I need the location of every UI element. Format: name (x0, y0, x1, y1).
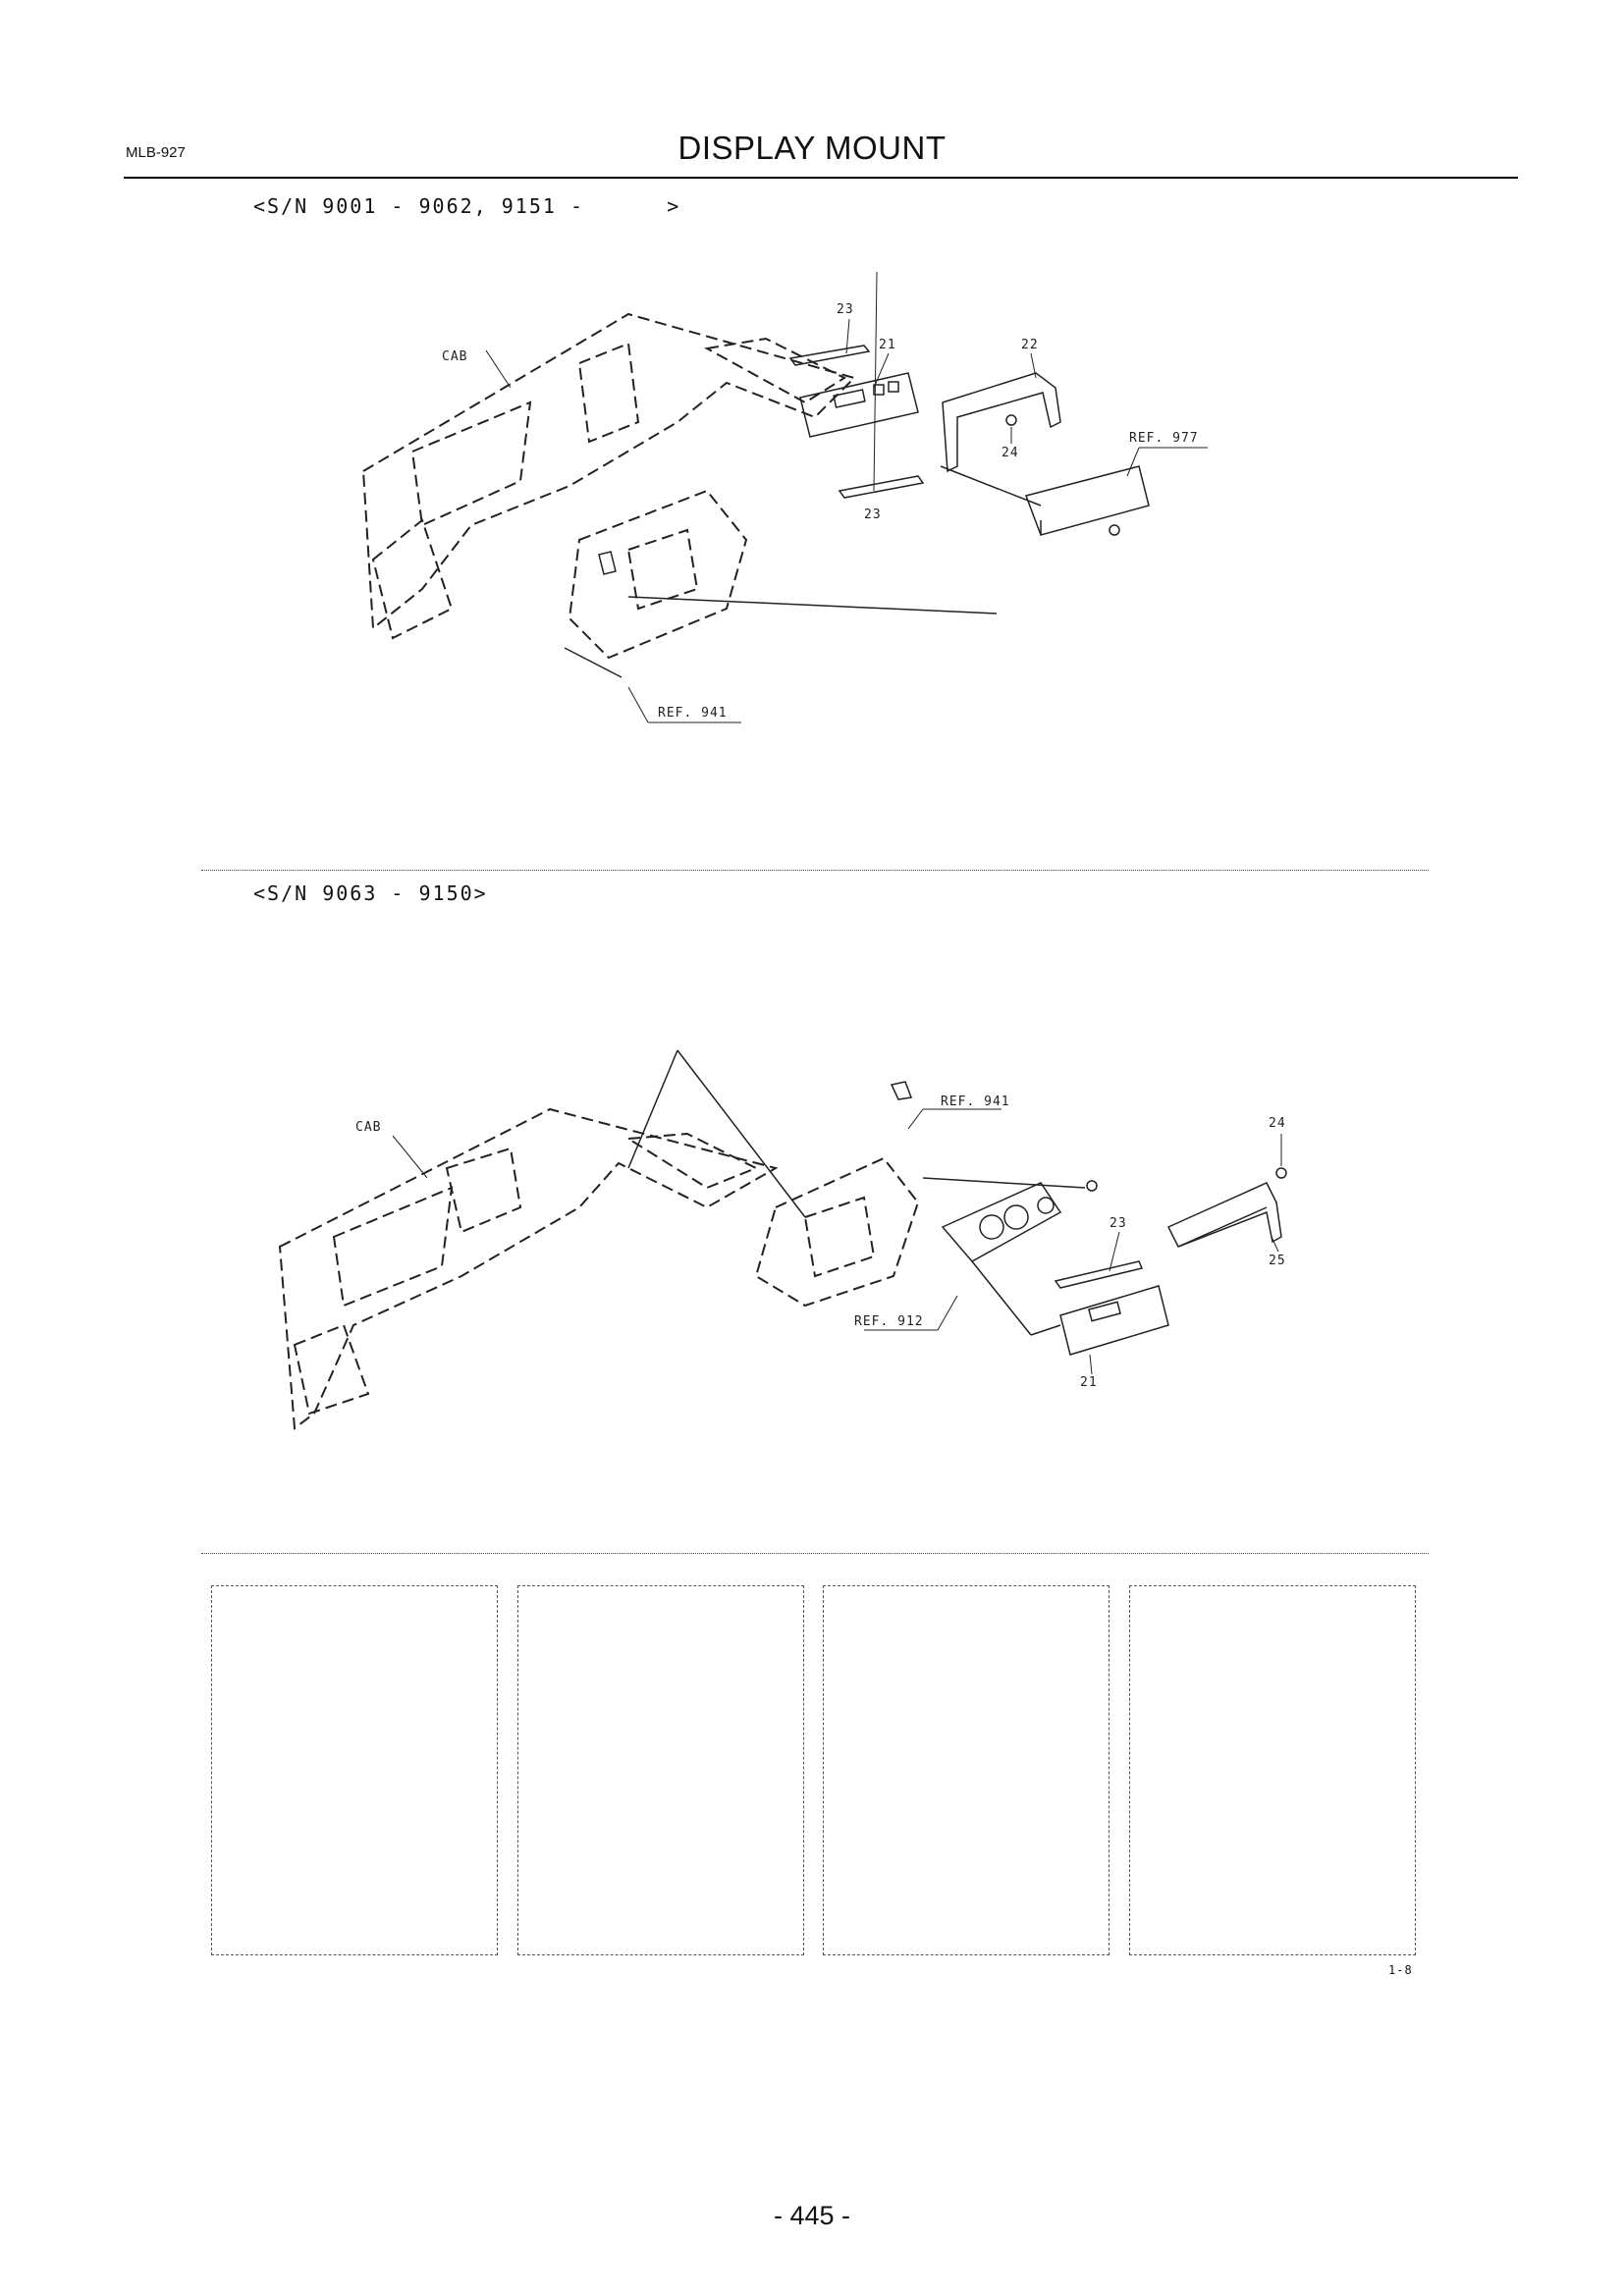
label-ref-977: REF. 977 (1129, 431, 1199, 446)
bracket-22 (942, 372, 1061, 473)
serial-range-2: <S/N 9063 - 9150> (253, 881, 488, 905)
label-25: 25 (1269, 1254, 1286, 1268)
header-rule (124, 177, 1518, 179)
bracket-941-2 (754, 1156, 920, 1308)
cab-panel (361, 312, 856, 630)
revision-code: 1-8 (1388, 1963, 1413, 1977)
page-number: - 445 - (773, 2201, 851, 2230)
document-code: MLB-927 (126, 144, 186, 161)
section-separator-1 (201, 870, 1429, 871)
bracket-941 (568, 489, 748, 660)
bracket-25 (1166, 1182, 1282, 1248)
unit-977 (1025, 465, 1150, 536)
label-ref-941-1: REF. 941 (658, 706, 728, 721)
label-ref-912: REF. 912 (854, 1314, 924, 1329)
label-ref-941-2: REF. 941 (941, 1095, 1010, 1109)
revision-box (823, 1585, 1110, 1955)
label-24-2: 24 (1269, 1116, 1286, 1131)
label-24-1: 24 (1001, 446, 1019, 460)
display-21-2 (1059, 1285, 1169, 1356)
serial-range-1: <S/N 9001 - 9062, 9151 - > (253, 194, 681, 218)
display-21 (799, 372, 919, 438)
strip-23 (1054, 1260, 1144, 1289)
strip-23-top (788, 345, 871, 366)
label-cab-1: CAB (442, 349, 467, 364)
panel-912 (941, 1182, 1062, 1262)
screw-24 (1005, 414, 1017, 426)
label-cab-2: CAB (355, 1120, 381, 1135)
label-21-1: 21 (879, 338, 896, 352)
label-23-2: 23 (1110, 1216, 1127, 1231)
label-23-top: 23 (837, 302, 854, 317)
label-23-bottom: 23 (864, 507, 882, 522)
revision-box (517, 1585, 804, 1955)
page-title: DISPLAY MOUNT (677, 130, 947, 166)
revision-boxes (211, 1585, 1421, 1955)
strip-23-bottom (838, 475, 925, 499)
revision-box (211, 1585, 498, 1955)
cab-panel-2 (278, 1107, 779, 1430)
exploded-diagram-2: CAB REF. 941 24 23 25 REF. 912 21 (278, 1049, 1287, 1430)
label-21-2: 21 (1080, 1375, 1098, 1390)
revision-box (1129, 1585, 1416, 1955)
screw-24-2 (1275, 1167, 1287, 1179)
label-22: 22 (1021, 338, 1039, 352)
exploded-diagram-1: CAB 23 21 22 24 23 REF. 977 REF. 941 (361, 271, 1208, 723)
section-separator-2 (201, 1553, 1429, 1554)
